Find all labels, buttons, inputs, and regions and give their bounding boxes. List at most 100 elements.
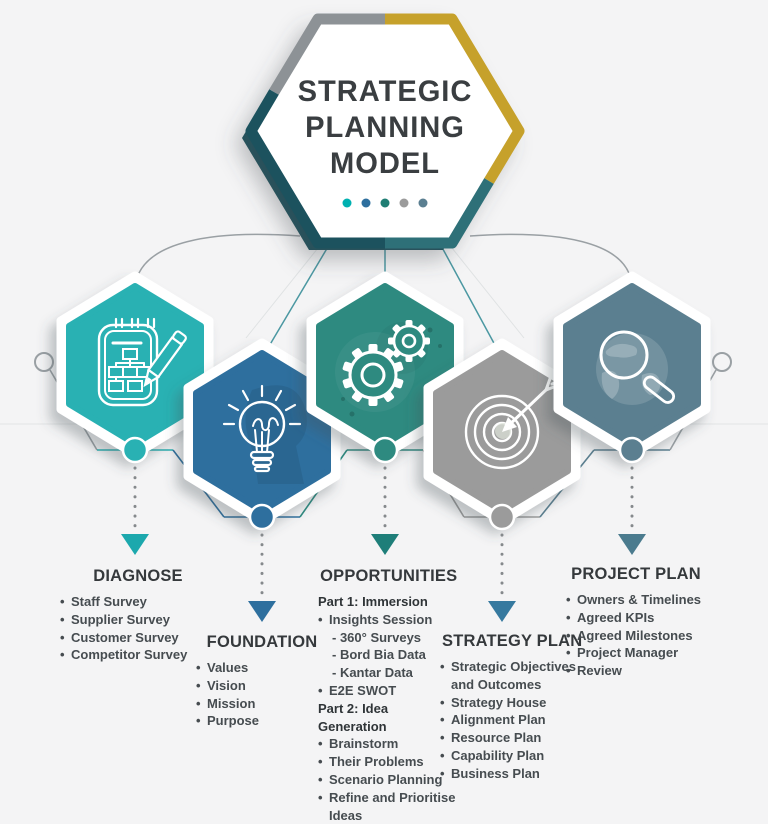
dotted-droplines bbox=[133, 466, 634, 599]
bulb-filament bbox=[252, 417, 279, 432]
title-dot bbox=[361, 198, 371, 208]
model-title-line: MODEL bbox=[330, 147, 440, 180]
stage-item-bullet: •Owners & Timelines bbox=[566, 592, 702, 607]
stage-title: PROJECT PLAN bbox=[571, 564, 701, 583]
dart-head bbox=[502, 417, 517, 432]
line-to-foundation bbox=[261, 239, 333, 359]
column-project-plan: PROJECT PLAN •Owners & Timelines •Agreed K… bbox=[566, 564, 706, 680]
stage-title: DIAGNOSE bbox=[93, 566, 183, 585]
stage-item-sub: - Bord Bia Data bbox=[332, 647, 426, 663]
stage-item-bullet: •Staff Survey bbox=[60, 594, 147, 609]
model-title: STRATEGIC PLANNING MODEL bbox=[264, 74, 507, 182]
stage-item-bullet: •Project Manager bbox=[566, 645, 679, 661]
stage-item-bullet: •Agreed Milestones bbox=[566, 627, 693, 643]
stage-item-bullet: •Supplier Survey bbox=[60, 611, 170, 627]
magnifier-lens bbox=[599, 330, 649, 380]
stage-item-bullet: •Customer Survey bbox=[60, 629, 179, 645]
border-dark-teal bbox=[245, 89, 385, 249]
arrow-diagnose bbox=[121, 534, 149, 555]
right-end-ring bbox=[712, 352, 732, 372]
stage-item-bullet: •Their Problems bbox=[318, 754, 424, 770]
magnifier-globe-icon bbox=[596, 330, 676, 405]
model-hexagon bbox=[242, 13, 525, 250]
stage-title: OPPORTUNITIES bbox=[320, 566, 458, 585]
curve-to-project-plan bbox=[469, 233, 633, 288]
border-gold bbox=[385, 13, 525, 184]
stage-item-sub: - 360° Surveys bbox=[332, 629, 422, 645]
stage-item-bullet: •Strategic Objectives and Outcomes bbox=[440, 659, 576, 692]
title-dot bbox=[342, 198, 352, 208]
arrow-opportunities bbox=[371, 534, 399, 555]
dart-shaft bbox=[506, 386, 550, 428]
magnifier-handle bbox=[642, 375, 676, 404]
org-chart bbox=[108, 348, 152, 392]
lightbulb-head-icon bbox=[222, 384, 307, 484]
clipboard-pencil-icon bbox=[97, 317, 187, 407]
node-circles bbox=[121, 436, 646, 531]
stage-item-bullet: •Agreed KPIs bbox=[566, 609, 655, 625]
stage-item-bullet: •E2E SWOT bbox=[318, 682, 397, 698]
stage-item-bullet: •Business Plan bbox=[440, 765, 540, 781]
stage-item-bullet: •Competitor Survey bbox=[60, 647, 188, 663]
stage-item-bullet: •Capability Plan bbox=[440, 747, 545, 763]
bulb-wires bbox=[254, 429, 270, 453]
stage-item-bullet: •Scenario Planning bbox=[318, 771, 443, 787]
column-foundation: FOUNDATION •Values •Vision •Mission •Purpose bbox=[196, 632, 328, 730]
hexagon-diagnose bbox=[56, 271, 214, 459]
left-end-ring bbox=[34, 352, 54, 372]
border-gray bbox=[269, 13, 385, 95]
arrow-strategy-plan bbox=[488, 601, 516, 622]
node-circle-opportunities bbox=[371, 436, 399, 464]
title-dots bbox=[342, 198, 428, 208]
column-diagnose: DIAGNOSE •Staff Survey •Supplier Survey •Cu… bbox=[60, 566, 216, 664]
stage-item-bullet: •Strategy House bbox=[440, 694, 547, 710]
stage-item-bullet: •Vision bbox=[196, 677, 246, 693]
arrow-project-plan bbox=[618, 534, 646, 555]
hexagon-project-plan bbox=[553, 271, 711, 459]
target-ring bbox=[491, 421, 513, 443]
scatter-dots bbox=[341, 327, 442, 417]
stage-item-bullet: •Refine and Prioritise Ideas bbox=[318, 789, 456, 823]
stage-item-bullet: •Mission bbox=[196, 695, 256, 711]
small-gear bbox=[388, 320, 430, 362]
line-to-strategy-plan bbox=[437, 239, 503, 359]
stage-item-sub: - Kantar Data bbox=[332, 665, 413, 681]
title-dot bbox=[418, 198, 428, 208]
stage-title: STRATEGY PLAN bbox=[442, 631, 583, 650]
globe bbox=[596, 333, 668, 405]
arrow-foundation bbox=[248, 601, 276, 622]
bulb-rays bbox=[222, 384, 302, 426]
model-title-line: STRATEGIC bbox=[297, 75, 473, 108]
stage-item-part: Part 2: Idea Generation bbox=[318, 700, 389, 734]
stage-item-bullet: •Review bbox=[566, 663, 622, 679]
bulb-base bbox=[249, 450, 275, 473]
target-ring bbox=[482, 412, 522, 452]
pencil bbox=[143, 330, 187, 388]
clipboard-clips bbox=[114, 317, 156, 329]
stage-title: FOUNDATION bbox=[206, 632, 318, 651]
target-ring bbox=[464, 394, 540, 470]
curve-to-diagnose bbox=[134, 233, 301, 288]
title-dot bbox=[399, 198, 409, 208]
stage-item-bullet: •Alignment Plan bbox=[440, 712, 546, 728]
stage-item-bullet: •Values bbox=[196, 660, 249, 675]
gears-icon bbox=[342, 320, 430, 406]
branch-connectors bbox=[134, 233, 633, 359]
title-dot bbox=[380, 198, 390, 208]
large-gear bbox=[342, 344, 404, 406]
model-title-line: PLANNING bbox=[305, 111, 465, 144]
border-teal bbox=[385, 178, 494, 249]
stage-item-bullet: •Insights Session bbox=[318, 611, 433, 627]
node-circle-strategy-plan bbox=[488, 503, 516, 531]
target-ring bbox=[473, 403, 531, 461]
node-circle-diagnose bbox=[121, 436, 149, 464]
node-circle-project-plan bbox=[618, 436, 646, 464]
stage-item-bullet: •Purpose bbox=[196, 713, 260, 729]
down-arrows bbox=[121, 534, 646, 622]
column-strategy-plan: STRATEGY PLAN •Strategic Objectives and O… bbox=[440, 631, 583, 783]
node-circle-foundation bbox=[248, 503, 276, 531]
stage-item-bullet: •Brainstorm bbox=[318, 736, 399, 752]
